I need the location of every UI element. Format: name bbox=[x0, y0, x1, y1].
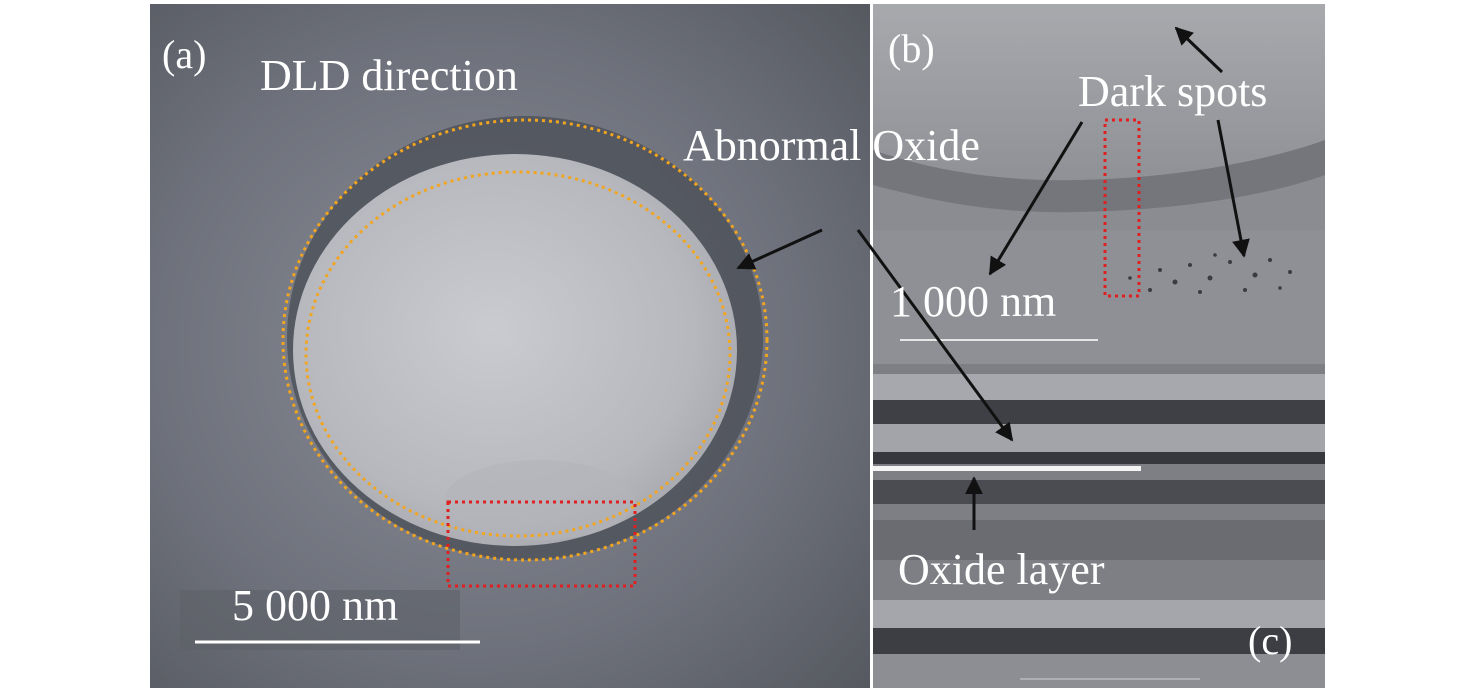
dark-spots-arrow-top bbox=[1174, 26, 1224, 74]
panel-a-highlight-box bbox=[446, 500, 637, 588]
abnormal-oxide-arrow-c bbox=[856, 229, 1014, 442]
outer-oxide-outline bbox=[281, 118, 769, 562]
oxide-layer-label: Oxide layer bbox=[898, 545, 1105, 594]
dark-spots-arrow-left bbox=[988, 121, 1084, 276]
dark-spots-cluster bbox=[1128, 253, 1292, 294]
abnormal-oxide-label: Abnormal Oxide bbox=[683, 121, 980, 170]
inner-oxide-outline bbox=[304, 170, 732, 538]
panel-c-label: (c) bbox=[1248, 618, 1292, 663]
panel-a-title: DLD direction bbox=[260, 51, 518, 100]
panel-a-label: (a) bbox=[162, 32, 206, 77]
panel-b-label: (b) bbox=[888, 26, 935, 71]
panel-c-image bbox=[873, 364, 1325, 688]
panel-a-image bbox=[150, 4, 870, 688]
panel-b-scale-label: 1 000 nm bbox=[890, 277, 1056, 326]
panel-a-scale-bar-background bbox=[180, 590, 460, 650]
panel-a-scale-label: 5 000 nm bbox=[232, 581, 398, 630]
dark-spots-label: Dark spots bbox=[1078, 67, 1267, 116]
dark-spots-arrow-right bbox=[1216, 119, 1250, 258]
panel-b-highlight-box bbox=[1103, 118, 1141, 298]
abnormal-oxide-arrow-a bbox=[736, 228, 823, 270]
